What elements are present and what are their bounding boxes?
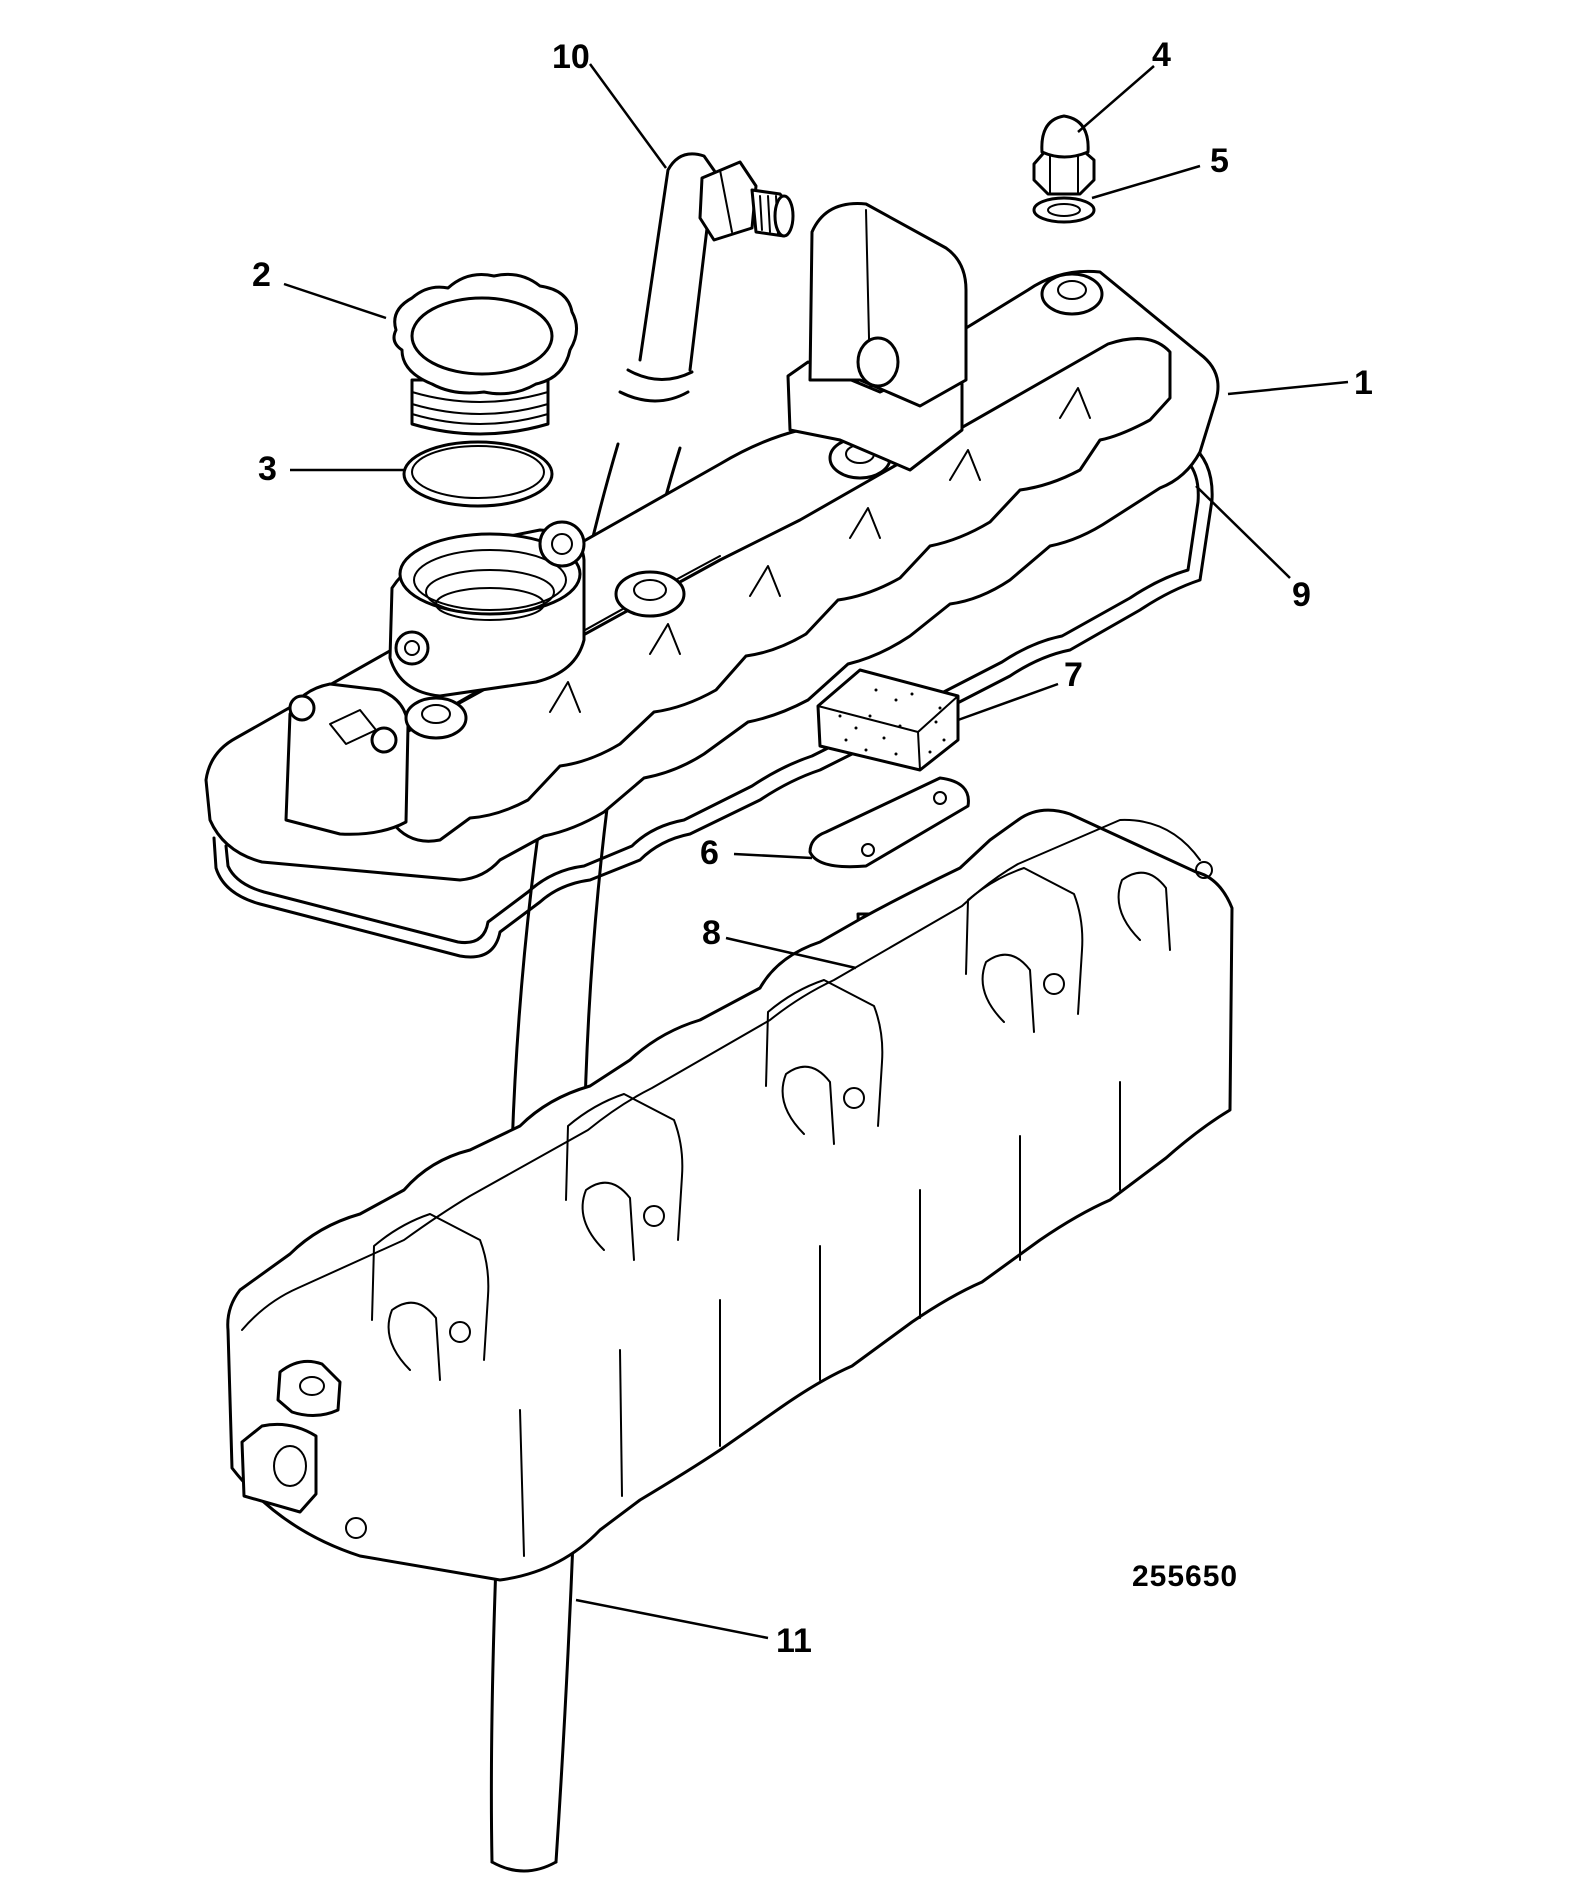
o-ring xyxy=(402,440,554,508)
oil-filler-cap xyxy=(392,272,578,436)
callout-8: 8 xyxy=(702,914,721,952)
figure-number: 255650 xyxy=(1132,1560,1238,1593)
rocker-housing xyxy=(226,808,1234,1582)
callout-4: 4 xyxy=(1152,36,1171,74)
elbow-pipe xyxy=(618,152,795,403)
washer xyxy=(1032,196,1096,224)
callout-3: 3 xyxy=(258,450,277,488)
rocker-cover-gasket xyxy=(212,442,1214,959)
callout-5: 5 xyxy=(1210,142,1229,180)
callout-2: 2 xyxy=(252,256,271,294)
callout-10: 10 xyxy=(552,38,590,76)
callout-11: 11 xyxy=(776,1622,812,1660)
callout-1: 1 xyxy=(1354,364,1373,402)
callout-9: 9 xyxy=(1292,576,1311,614)
retaining-plate xyxy=(808,776,970,869)
callout-labels: 1 2 3 4 5 6 7 8 9 10 11 xyxy=(252,36,1373,1660)
leader-lines xyxy=(283,63,1349,1640)
dome-nut xyxy=(1032,114,1096,196)
rocker-cover xyxy=(204,202,1220,882)
callout-7: 7 xyxy=(1064,656,1083,694)
callout-6: 6 xyxy=(700,834,719,872)
breather-filter xyxy=(816,668,960,772)
